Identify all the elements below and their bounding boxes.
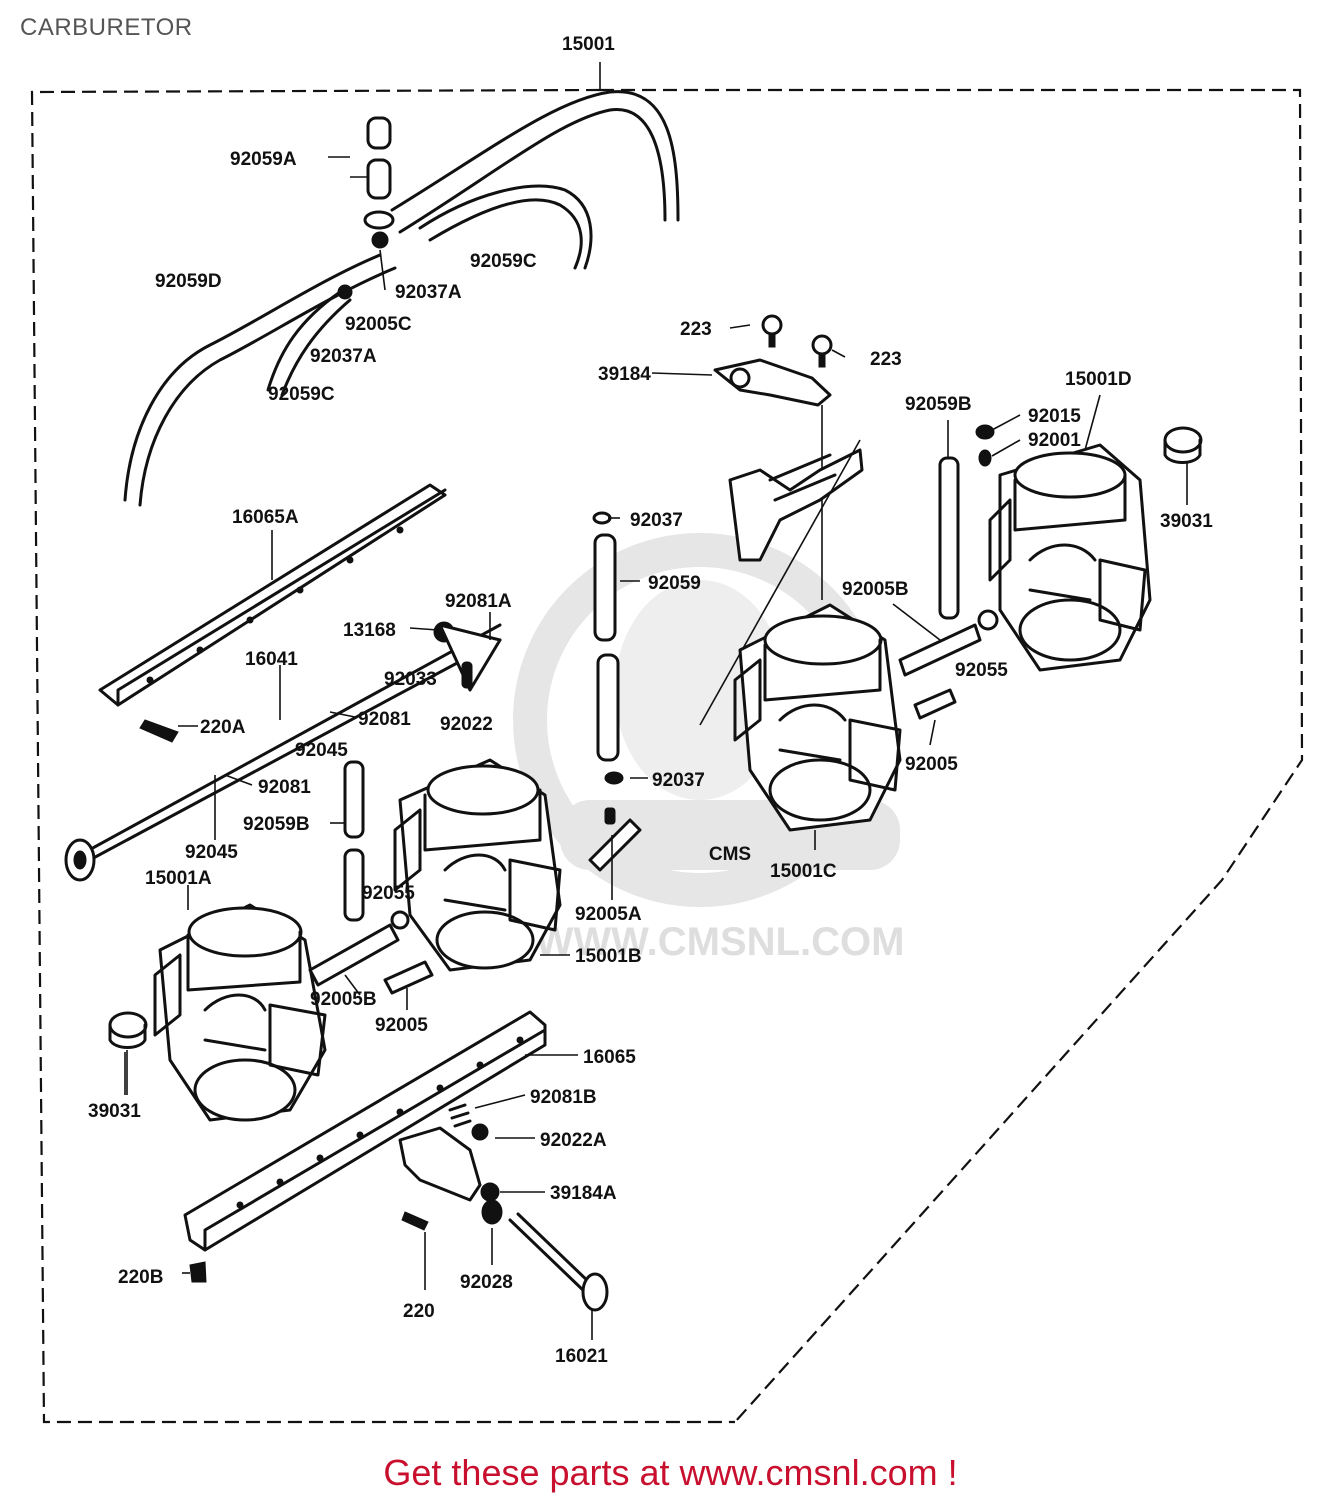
fuel-rail-16065	[183, 1010, 547, 1283]
label-92045-1: 92045	[295, 740, 348, 761]
cta-link[interactable]: Get these parts at www.cmsnl.com !	[383, 1452, 958, 1493]
label-92055-left: 92055	[362, 883, 415, 904]
label-39184: 39184	[598, 364, 651, 385]
label-92045-2: 92045	[185, 842, 238, 863]
leader-lines	[126, 156, 1021, 1274]
fuel-rail-16065A	[98, 483, 447, 707]
carburetor-15001C	[733, 603, 902, 850]
label-223-b: 223	[870, 349, 902, 370]
label-92059: 92059	[648, 573, 701, 594]
label-92037-top: 92037	[630, 510, 683, 531]
label-92033: 92033	[384, 669, 437, 690]
label-39031-right: 39031	[1160, 511, 1213, 532]
watermark-url: WWW.CMSNL.COM	[536, 920, 905, 964]
label-15001A: 15001A	[145, 868, 212, 889]
label-16065A: 16065A	[232, 507, 299, 528]
label-92015: 92015	[1028, 406, 1081, 427]
label-15001B: 15001B	[575, 946, 642, 967]
label-223-a: 223	[680, 319, 712, 340]
label-92059A: 92059A	[230, 149, 297, 170]
label-92005B-left: 92005B	[310, 989, 377, 1010]
carburetor-15001B	[393, 758, 570, 972]
fuel-hose-set	[123, 90, 680, 507]
label-92022A: 92022A	[540, 1130, 607, 1151]
label-13168: 13168	[343, 620, 396, 641]
label-15001C: 15001C	[770, 861, 837, 882]
label-92081A: 92081A	[445, 591, 512, 612]
label-92005-left: 92005	[375, 1015, 428, 1036]
bracket-39184	[713, 314, 833, 600]
label-16041: 16041	[245, 649, 298, 670]
label-39184A: 39184A	[550, 1183, 617, 1204]
label-220A: 220A	[200, 717, 246, 738]
label-92005A: 92005A	[575, 904, 642, 925]
label-39031-left: 39031	[88, 1101, 141, 1122]
label-92028: 92028	[460, 1272, 513, 1293]
label-92059D: 92059D	[155, 271, 222, 292]
fuel-fittings	[308, 609, 999, 995]
label-15001: 15001	[562, 34, 615, 55]
label-92081B: 92081B	[530, 1087, 597, 1108]
exploded-parts-diagram: CMS WWW.CMSNL.COM	[30, 34, 1304, 1424]
cms-watermark: CMS WWW.CMSNL.COM	[513, 533, 905, 964]
label-92059C-top: 92059C	[470, 251, 537, 272]
label-220B: 220B	[118, 1267, 163, 1288]
watermark-logo: CMS	[709, 844, 751, 865]
page-title: CARBURETOR	[20, 14, 193, 41]
label-92005-right: 92005	[905, 754, 958, 775]
label-92001: 92001	[1028, 430, 1081, 451]
assembly-frame	[30, 62, 1304, 1424]
label-92037A-1: 92037A	[395, 282, 462, 303]
carburetor-15001D	[988, 394, 1203, 672]
label-92005B-right: 92005B	[842, 579, 909, 600]
label-92037A-2: 92037A	[310, 346, 377, 367]
vent-tubes	[343, 424, 995, 922]
label-92059B-top: 92059B	[905, 394, 972, 415]
label-16021: 16021	[555, 1346, 608, 1367]
label-92005C: 92005C	[345, 314, 412, 335]
label-92081-2: 92081	[258, 777, 311, 798]
carburetor-15001A	[108, 885, 327, 1122]
throttle-shaft-16041	[64, 621, 502, 882]
label-92037-bottom: 92037	[652, 770, 705, 791]
label-92022: 92022	[440, 714, 493, 735]
label-220: 220	[403, 1301, 435, 1322]
lever-39184A	[398, 1103, 609, 1340]
label-92059B-left: 92059B	[243, 814, 310, 835]
part-labels: 15001 92059A 92059C 92059D 92037A 92005C…	[88, 34, 1213, 1367]
label-92055-right: 92055	[955, 660, 1008, 681]
label-15001D: 15001D	[1065, 369, 1132, 390]
label-16065: 16065	[583, 1047, 636, 1068]
label-92059C-bottom: 92059C	[268, 384, 335, 405]
throttle-linkage	[699, 439, 864, 726]
label-92081-1: 92081	[358, 709, 411, 730]
